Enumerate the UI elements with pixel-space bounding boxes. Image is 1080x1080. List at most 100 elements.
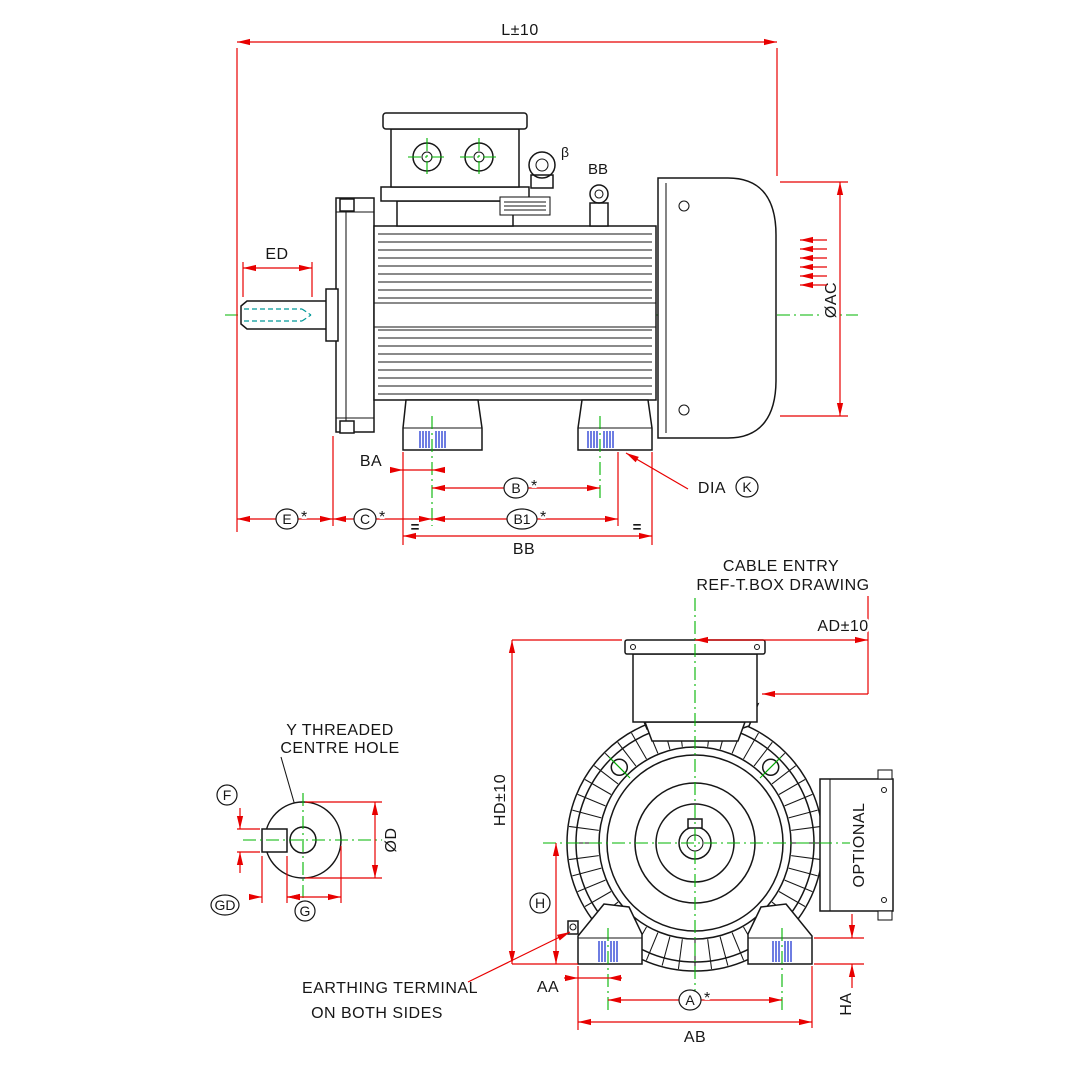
shaft <box>240 300 331 330</box>
eyebolt-ring-inner <box>535 158 549 172</box>
lid-bolt-right <box>753 643 761 651</box>
dim-BB-label: BB <box>513 541 535 558</box>
dim-ED <box>242 262 313 297</box>
dim-OD-label: ØD <box>383 828 400 853</box>
lug-ring-inner <box>594 189 604 199</box>
cable-entry-leader <box>762 596 869 698</box>
shield-bolt-ne <box>761 758 780 777</box>
airflow-arrows <box>800 236 827 289</box>
earthing-bolt <box>569 923 577 931</box>
dim-G-label: G <box>300 903 311 919</box>
dim-B1-ellipse <box>506 508 538 530</box>
optional-box-tab-bottom <box>877 910 893 921</box>
dim-GD-G <box>249 846 342 903</box>
fan-cover-bolt-top <box>678 200 690 212</box>
dim-K-label: K <box>742 479 752 495</box>
equal-mark-left: = <box>411 519 420 536</box>
dim-HA <box>814 914 864 988</box>
dim-B-ellipse <box>503 477 529 499</box>
dim-C-ellipse <box>353 508 377 530</box>
earthing-terminal <box>567 920 579 935</box>
beta-label: β <box>561 144 569 160</box>
dim-ED-label: ED <box>265 246 288 263</box>
nameplate-lines <box>504 201 546 211</box>
threaded-hole-hidden-lines <box>244 308 312 322</box>
shaft-end-detail: Y THREADED CENTRE HOLE F ØD <box>210 720 403 922</box>
dim-AA <box>564 966 622 1030</box>
fan-cover-bolt-bottom <box>678 404 690 416</box>
dim-HD <box>508 639 622 965</box>
dim-AA-label: AA <box>537 979 559 996</box>
lug-boss <box>589 202 609 227</box>
front-view: OPTIONAL CABLE ENTRY REF-T.BOX DRAWING A… <box>300 556 894 1049</box>
dim-GD-ellipse <box>210 894 240 916</box>
dim-BA-label: BA <box>360 453 382 470</box>
dim-BB <box>403 452 653 545</box>
bb-top-label: BB <box>588 161 608 178</box>
equal-mark-right: = <box>633 519 642 536</box>
fan-cover <box>657 177 777 439</box>
terminal-box-body <box>390 128 520 188</box>
dia-label: DIA <box>698 480 726 497</box>
note-threaded-hole-2: CENTRE HOLE <box>280 740 399 757</box>
dim-C-star: * <box>379 509 386 526</box>
lug-ring <box>589 184 609 204</box>
dim-AC-label: ØAC <box>823 282 840 318</box>
optional-box <box>819 778 894 912</box>
optional-box-tab-top <box>877 769 893 780</box>
eyebolt-ring <box>528 151 556 179</box>
frame-fins <box>378 233 652 395</box>
shield-bolt-nw <box>610 758 629 777</box>
dia-k-leader <box>625 452 689 490</box>
dim-A-label: A <box>685 992 695 1008</box>
bearing-cap <box>325 288 339 342</box>
end-shield-bolt-bottom <box>339 420 355 434</box>
dim-H-ellipse <box>529 892 551 914</box>
dim-F <box>236 808 260 873</box>
dim-L-label: L±10 <box>501 22 538 39</box>
terminal-box-front <box>632 653 758 723</box>
dim-C-label: C <box>360 511 370 527</box>
dim-GD-label: GD <box>215 897 236 913</box>
shaft-end-centerlines <box>243 793 393 900</box>
front-foot-hatching <box>598 941 792 962</box>
motor-frame <box>373 225 657 401</box>
terminal-box-lid <box>382 112 528 130</box>
earthing-leader <box>467 931 571 983</box>
optional-bolt-bottom <box>880 896 888 904</box>
dim-E-label: E <box>282 511 291 527</box>
lid-bolt-left <box>629 643 637 651</box>
note-threaded-hole-1: Y THREADED <box>286 722 394 739</box>
dim-A-star: * <box>704 990 711 1007</box>
end-shield-bolt-top <box>339 198 355 212</box>
earthing-note-1: EARTHING TERMINAL <box>302 980 478 997</box>
dim-AB <box>578 966 813 1028</box>
optional-bolt-top <box>880 786 888 794</box>
dim-E-ellipse <box>275 508 299 530</box>
dim-L <box>236 38 778 532</box>
foot-hole-hatching <box>419 431 614 448</box>
foot-rear <box>577 399 653 451</box>
dim-B1-star: * <box>540 509 547 526</box>
eyebolt-base <box>530 174 554 189</box>
dim-K-ellipse <box>735 476 759 498</box>
dim-OD <box>305 801 382 879</box>
side-view: β BB L±10 <box>225 20 858 561</box>
dim-B-star: * <box>531 478 538 495</box>
dim-H-label: H <box>535 895 545 911</box>
gland-hole-centerlines <box>408 138 498 176</box>
dim-F-ellipse <box>216 784 238 806</box>
dim-B1-label: B1 <box>513 511 530 527</box>
cable-entry-note-2: REF-T.BOX DRAWING <box>696 577 869 594</box>
dim-AB-label: AB <box>684 1029 706 1046</box>
drive-end-shield <box>335 197 375 433</box>
cable-entry-note-1: CABLE ENTRY <box>723 558 839 575</box>
dim-A-ellipse <box>678 989 702 1011</box>
dim-HD-label: HD±10 <box>492 774 509 826</box>
dim-AD-label: AD±10 <box>817 618 868 635</box>
front-foot-left <box>577 903 643 965</box>
dim-B-label: B <box>511 480 520 496</box>
optional-label: OPTIONAL <box>851 803 868 888</box>
dim-E-star: * <box>301 509 308 526</box>
